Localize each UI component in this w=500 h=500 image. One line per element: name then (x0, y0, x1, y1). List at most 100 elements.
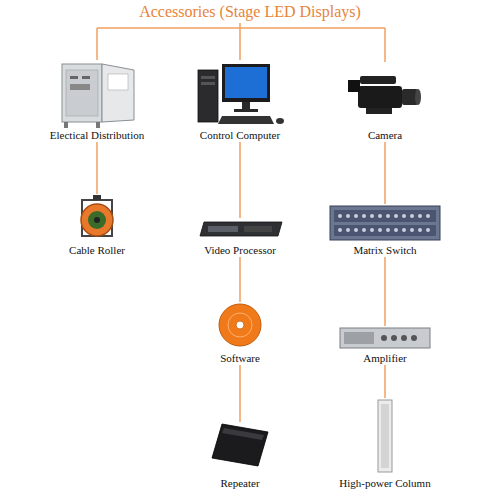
computer-illustration (198, 64, 284, 124)
accessory-item: Software (175, 302, 305, 365)
item-caption: Cable Roller (69, 244, 125, 257)
column-speaker-illustration (378, 400, 392, 472)
amp-panel (344, 332, 374, 344)
cabinet-leg (64, 122, 68, 128)
camera-lens-front (415, 89, 421, 105)
accessory-item: Amplifier (320, 326, 450, 365)
accessory-item: Camera (320, 62, 450, 142)
item-caption: Matrix Switch (353, 244, 416, 257)
amp-knob (391, 335, 397, 341)
pc-drive (201, 82, 215, 85)
port (338, 214, 342, 218)
port (354, 228, 358, 232)
diagram-title: Accessories (Stage LED Displays) (0, 3, 500, 21)
monitor-frame (222, 64, 270, 102)
monitor-base (234, 109, 258, 112)
processor-panel (208, 226, 238, 232)
cabinet-label (108, 74, 128, 90)
connector-line (96, 142, 98, 194)
roller-frame (82, 200, 112, 236)
cabinet-panel (66, 70, 98, 116)
bracket-drop (239, 23, 241, 60)
bracket-drop (384, 28, 386, 62)
mouse (276, 118, 284, 124)
cabinet-breaker (70, 84, 90, 90)
port (410, 228, 414, 232)
roller-handle (93, 195, 101, 200)
accessory-item: Cable Roller (32, 194, 162, 257)
switch-port-row (334, 225, 436, 236)
monitor-screen (225, 67, 267, 98)
port (346, 214, 350, 218)
port (346, 228, 350, 232)
camera-viewfinder (348, 80, 360, 92)
port (378, 214, 382, 218)
amp-knob (381, 335, 387, 341)
camera-body (358, 86, 402, 108)
camera-handle (360, 76, 396, 84)
connector-line (239, 365, 241, 422)
repeater-case (212, 424, 268, 466)
port (378, 228, 382, 232)
item-caption: Repeater (220, 477, 259, 490)
switch-ports (338, 214, 430, 232)
port (370, 228, 374, 232)
keyboard (218, 116, 274, 124)
accessory-item: Control Computer (175, 60, 305, 142)
camera-illustration (348, 76, 421, 114)
port (426, 214, 430, 218)
disc-hole (236, 321, 244, 329)
accessory-item: Electical Distribution (32, 60, 162, 142)
port (370, 214, 374, 218)
port (386, 228, 390, 232)
item-caption: Camera (368, 129, 402, 142)
pc-tower (198, 70, 218, 122)
port (386, 214, 390, 218)
amp-knob (401, 335, 407, 341)
processor-buttons (244, 226, 272, 232)
connector-line (384, 365, 386, 398)
port (354, 214, 358, 218)
roller-cable (88, 211, 106, 229)
port (418, 228, 422, 232)
camera-battery (366, 108, 392, 114)
accessory-item: Video Processor (175, 218, 305, 257)
accessory-item: Matrix Switch (320, 204, 450, 257)
port (410, 214, 414, 218)
cabinet-leg (96, 122, 100, 128)
cabinet-switch (70, 76, 78, 79)
port (338, 228, 342, 232)
software-disc-illustration (219, 304, 261, 346)
connector-line (239, 257, 241, 302)
port (418, 214, 422, 218)
connector-line (239, 142, 241, 218)
amp-case (340, 328, 430, 348)
monitor-stand (242, 102, 250, 110)
cabinet-door (102, 64, 134, 122)
port (362, 214, 366, 218)
item-caption: Amplifier (363, 352, 406, 365)
cabinet-switch (82, 76, 90, 79)
bracket-drop (96, 28, 98, 60)
matrix-switch-illustration (330, 206, 440, 240)
repeater-illustration (212, 424, 268, 466)
processor-case (200, 222, 282, 236)
roller-hub (94, 217, 100, 223)
connector-line (384, 257, 386, 326)
column-grille (381, 404, 389, 468)
cable-roller-illustration (81, 195, 113, 236)
item-caption: Software (220, 352, 260, 365)
bracket-line (97, 27, 385, 29)
port (402, 214, 406, 218)
amplifier-illustration (340, 328, 430, 348)
item-caption: Video Processor (204, 244, 276, 257)
switch-port-row (334, 210, 436, 222)
cabinet-illustration (62, 64, 134, 128)
accessory-item: High-power Column (320, 398, 450, 490)
accessory-item: Repeater (175, 422, 305, 490)
amp-knob (411, 335, 417, 341)
disc (219, 304, 261, 346)
port (402, 228, 406, 232)
